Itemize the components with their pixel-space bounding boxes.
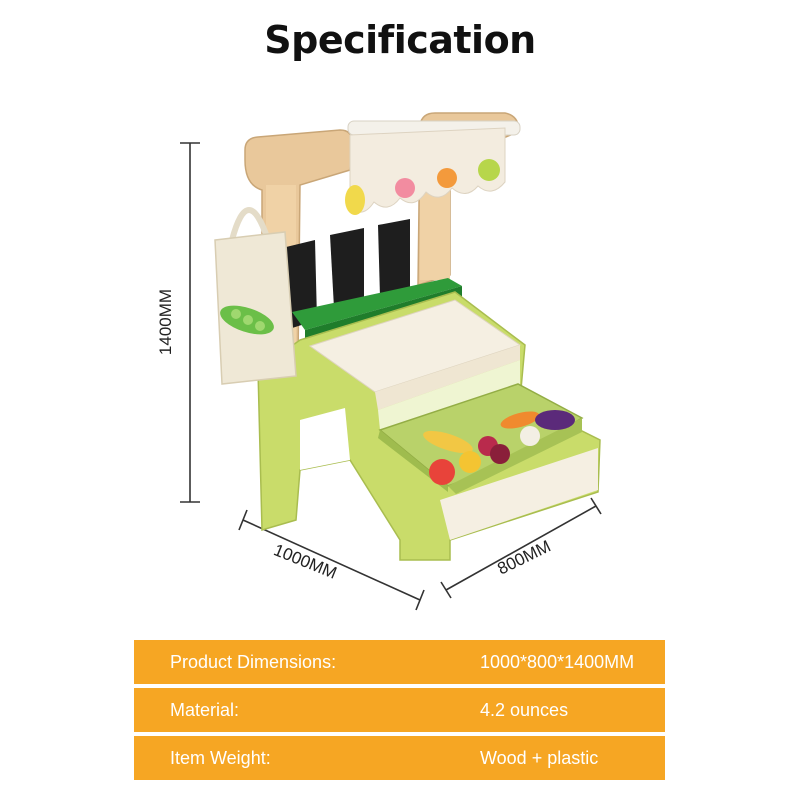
spec-value: 4.2 ounces <box>480 699 569 720</box>
awning-banner <box>345 120 521 215</box>
spec-row-dimensions: Product Dimensions: 1000*800*1400MM <box>134 640 665 684</box>
spec-row-weight: Item Weight: Wood + plastic <box>134 736 665 780</box>
spec-value: Wood + plastic <box>480 747 599 768</box>
specification-table: Product Dimensions: 1000*800*1400MM Mate… <box>134 640 665 784</box>
spec-label: Product Dimensions: <box>170 651 337 672</box>
market-stand-illustration <box>180 112 602 611</box>
depth-dimension-line <box>440 497 602 599</box>
height-dimension-label: 1400MM <box>156 288 176 356</box>
tote-bag <box>214 207 297 385</box>
page-title: Specification <box>264 18 536 62</box>
chalkboard-signs <box>282 219 410 330</box>
spec-value: 1000*800*1400MM <box>480 651 635 672</box>
height-dimension-line <box>180 142 200 503</box>
spec-label: Item Weight: <box>170 747 271 768</box>
toy-produce <box>423 410 575 485</box>
width-dimension-line <box>238 509 425 611</box>
spec-row-material: Material: 4.2 ounces <box>134 688 665 732</box>
spec-label: Material: <box>170 699 240 720</box>
